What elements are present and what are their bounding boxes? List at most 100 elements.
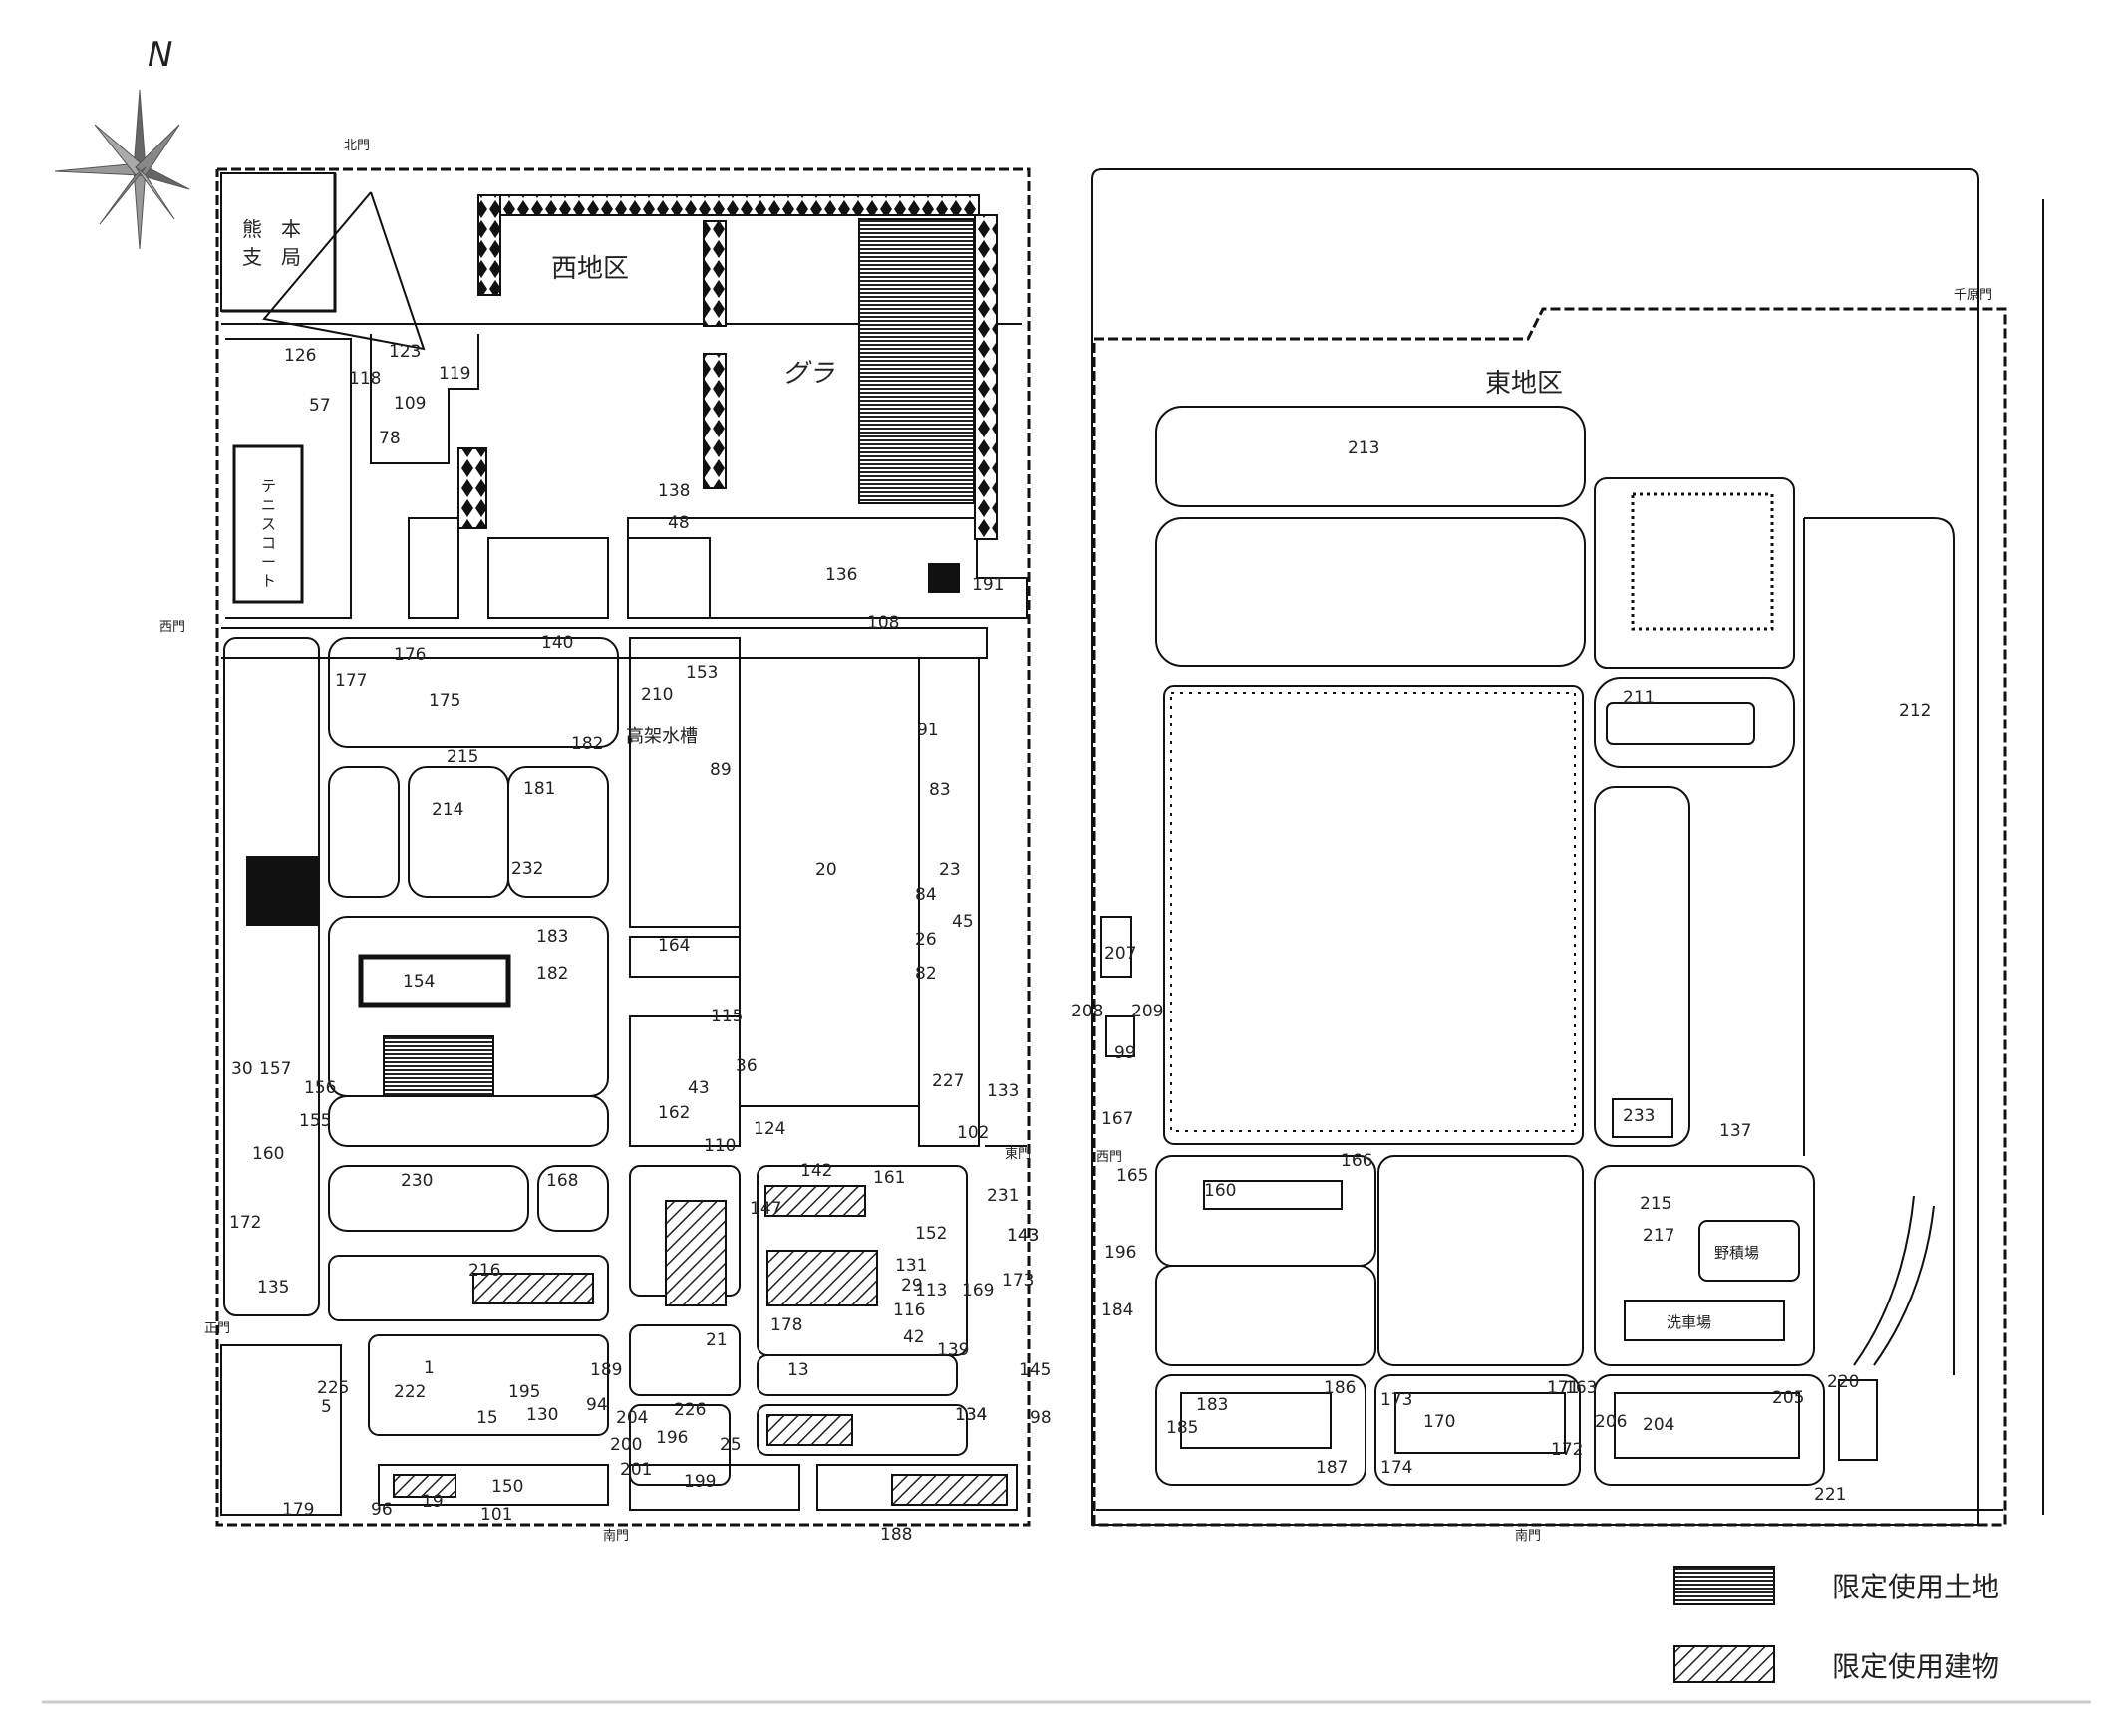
building-label: 211 bbox=[1623, 688, 1655, 708]
east-gates: 千原門 南門 西門 bbox=[1096, 288, 1992, 1544]
building-label: 20 bbox=[815, 860, 837, 880]
building-label: 108 bbox=[867, 613, 899, 633]
building-label: 155 bbox=[299, 1111, 331, 1131]
kumamoto-branch-label: 熊 本 支 局 bbox=[242, 217, 301, 269]
building-label: 164 bbox=[658, 936, 690, 956]
building-label: 156 bbox=[304, 1078, 336, 1098]
building-label: 15 bbox=[476, 1408, 498, 1428]
building-label: 214 bbox=[432, 800, 463, 820]
svg-text:局: 局 bbox=[281, 245, 301, 269]
building-label: 176 bbox=[394, 645, 426, 665]
building-label: 116 bbox=[893, 1301, 925, 1320]
building-label: 25 bbox=[720, 1435, 742, 1455]
svg-text:ー: ー bbox=[261, 553, 276, 571]
building-label: 131 bbox=[895, 1256, 927, 1276]
building-label: 154 bbox=[403, 972, 435, 992]
west-limited-land bbox=[383, 218, 975, 1097]
building-label: 220 bbox=[1827, 1372, 1859, 1392]
building-label: 136 bbox=[825, 565, 857, 585]
building-label: 212 bbox=[1899, 701, 1931, 721]
svg-text:熊: 熊 bbox=[242, 217, 262, 241]
svg-text:正門: 正門 bbox=[204, 1321, 230, 1336]
west-fence-strips bbox=[246, 194, 998, 926]
building-label: 140 bbox=[541, 633, 573, 653]
building-label: 26 bbox=[915, 930, 937, 950]
building-label: 134 bbox=[955, 1405, 987, 1425]
building-label: 172 bbox=[229, 1213, 261, 1233]
building-label: 232 bbox=[511, 859, 543, 879]
building-label: 99 bbox=[1114, 1043, 1136, 1063]
tennis-court bbox=[232, 444, 304, 604]
east-district-label: 東地区 bbox=[1485, 369, 1563, 399]
building-label: 205 bbox=[1772, 1388, 1804, 1408]
building-label: 124 bbox=[754, 1119, 785, 1139]
building-label: 43 bbox=[688, 1078, 710, 1098]
baseball-label: 野積場 bbox=[1714, 1244, 1759, 1262]
building-label: 118 bbox=[349, 369, 381, 389]
building-label: 48 bbox=[668, 513, 690, 533]
building-label: 178 bbox=[770, 1315, 802, 1335]
building-label: 84 bbox=[915, 885, 937, 905]
building-label: 171 bbox=[1547, 1378, 1579, 1398]
building-label: 216 bbox=[468, 1261, 500, 1281]
building-label: 208 bbox=[1071, 1002, 1103, 1021]
svg-text:ニ: ニ bbox=[261, 496, 276, 514]
legend-label-limited-building: 限定使用建物 bbox=[1832, 1650, 1999, 1683]
building-label: 143 bbox=[1007, 1226, 1039, 1246]
building-label: 177 bbox=[335, 671, 367, 691]
svg-text:ス: ス bbox=[261, 515, 276, 533]
building-label: 168 bbox=[546, 1171, 578, 1191]
svg-text:支: 支 bbox=[242, 245, 262, 269]
svg-text:西門: 西門 bbox=[159, 620, 185, 635]
building-label: 204 bbox=[1643, 1415, 1674, 1435]
building-label: 91 bbox=[917, 721, 939, 740]
building-label: 196 bbox=[656, 1428, 688, 1448]
building-label: 183 bbox=[1196, 1395, 1228, 1415]
building-label: 162 bbox=[658, 1103, 690, 1123]
legend-swatch-limited-building bbox=[1673, 1645, 1775, 1683]
building-label: 169 bbox=[962, 1281, 994, 1301]
svg-text:テ: テ bbox=[261, 477, 276, 495]
building-label: 36 bbox=[736, 1056, 758, 1076]
svg-text:本: 本 bbox=[281, 217, 301, 241]
building-label: 102 bbox=[957, 1123, 989, 1143]
legend: 限定使用土地 限定使用建物 bbox=[1673, 1566, 1999, 1683]
building-label: 96 bbox=[371, 1500, 393, 1520]
building-label: 160 bbox=[252, 1144, 284, 1164]
building-label: 182 bbox=[571, 734, 603, 754]
building-label: 109 bbox=[394, 394, 426, 414]
building-label: 98 bbox=[1030, 1408, 1052, 1428]
building-label: 147 bbox=[750, 1199, 781, 1219]
building-label: 184 bbox=[1101, 1301, 1133, 1320]
building-label: 233 bbox=[1623, 1106, 1655, 1126]
building-label: 188 bbox=[880, 1525, 912, 1545]
building-label: 157 bbox=[259, 1059, 291, 1079]
tennis-court-label: テ ニ ス コ ー ト bbox=[261, 477, 276, 590]
building-label: 115 bbox=[711, 1007, 743, 1026]
building-label: 161 bbox=[873, 1168, 905, 1188]
svg-text:南門: 南門 bbox=[1515, 1528, 1541, 1544]
water-tower-label: 高架水槽 bbox=[626, 726, 698, 747]
building-label: 207 bbox=[1104, 944, 1136, 964]
building-label: 19 bbox=[422, 1492, 444, 1512]
building-label: 191 bbox=[972, 575, 1004, 595]
building-label: 113 bbox=[915, 1281, 947, 1301]
svg-text:西門: 西門 bbox=[1096, 1150, 1122, 1165]
building-label: 82 bbox=[915, 964, 937, 984]
building-label: 42 bbox=[903, 1327, 925, 1347]
building-label: 152 bbox=[915, 1224, 947, 1244]
building-label: 215 bbox=[447, 747, 478, 767]
building-label: 222 bbox=[394, 1382, 426, 1402]
building-label: 5 bbox=[321, 1397, 332, 1417]
building-label: 210 bbox=[641, 685, 673, 705]
building-label: 29 bbox=[901, 1276, 923, 1296]
building-label: 231 bbox=[987, 1186, 1019, 1206]
building-label: 130 bbox=[526, 1405, 558, 1425]
building-label: 182 bbox=[536, 964, 568, 984]
wash-area-label: 洗車場 bbox=[1667, 1313, 1711, 1331]
building-label: 227 bbox=[932, 1071, 964, 1091]
building-label: 126 bbox=[284, 346, 316, 366]
building-label: 165 bbox=[1116, 1166, 1148, 1186]
